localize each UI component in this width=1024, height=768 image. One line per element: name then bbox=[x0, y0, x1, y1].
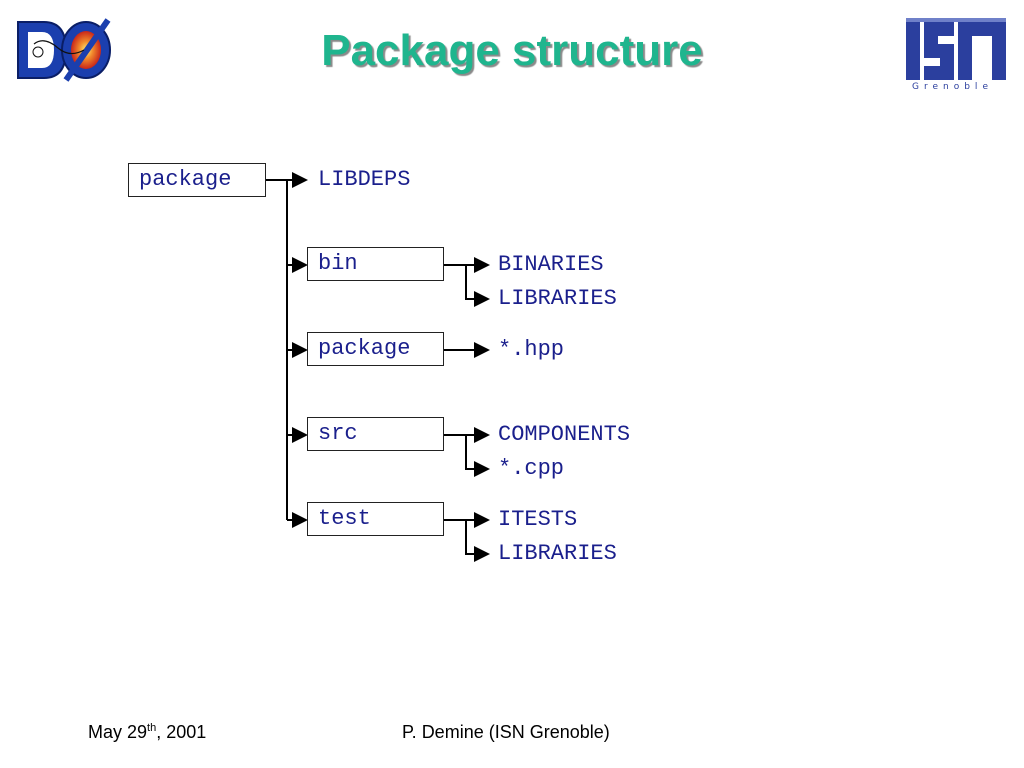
bin-label: bin bbox=[318, 251, 358, 276]
connector-src-cpp bbox=[465, 435, 490, 477]
package-label: package bbox=[318, 336, 411, 361]
page-title: Package structure bbox=[321, 26, 703, 75]
footer-date-sup: th bbox=[147, 722, 157, 734]
isn-logo-subtext: Grenoble bbox=[912, 82, 993, 92]
footer-date-suffix: , 2001 bbox=[156, 722, 207, 742]
src-box: src bbox=[307, 417, 444, 451]
src-label: src bbox=[318, 421, 358, 446]
connector-test-libraries bbox=[465, 520, 490, 562]
test-box: test bbox=[307, 502, 444, 536]
footer-date: May 29th, 2001 bbox=[88, 722, 206, 743]
leaf-itests: ITESTS bbox=[498, 507, 578, 532]
root-package-box: package bbox=[128, 163, 266, 197]
isn-logo: Grenoble bbox=[904, 16, 1008, 96]
d0-logo bbox=[14, 14, 114, 86]
connector-bin-libraries bbox=[465, 265, 490, 307]
package-box: package bbox=[307, 332, 444, 366]
leaf-libdeps: LIBDEPS bbox=[318, 167, 411, 192]
footer-author: P. Demine (ISN Grenoble) bbox=[402, 722, 610, 742]
root-package-label: package bbox=[139, 167, 232, 192]
leaf-bin-libraries: LIBRARIES bbox=[498, 286, 617, 311]
leaf-hpp: *.hpp bbox=[498, 337, 565, 362]
footer-date-prefix: May 29 bbox=[88, 722, 148, 742]
leaf-binaries: BINARIES bbox=[498, 252, 604, 277]
bin-box: bin bbox=[307, 247, 444, 281]
leaf-test-libraries: LIBRARIES bbox=[498, 541, 617, 566]
test-label: test bbox=[318, 506, 371, 531]
leaf-components: COMPONENTS bbox=[498, 422, 631, 447]
leaf-cpp: *.cpp bbox=[498, 456, 565, 481]
